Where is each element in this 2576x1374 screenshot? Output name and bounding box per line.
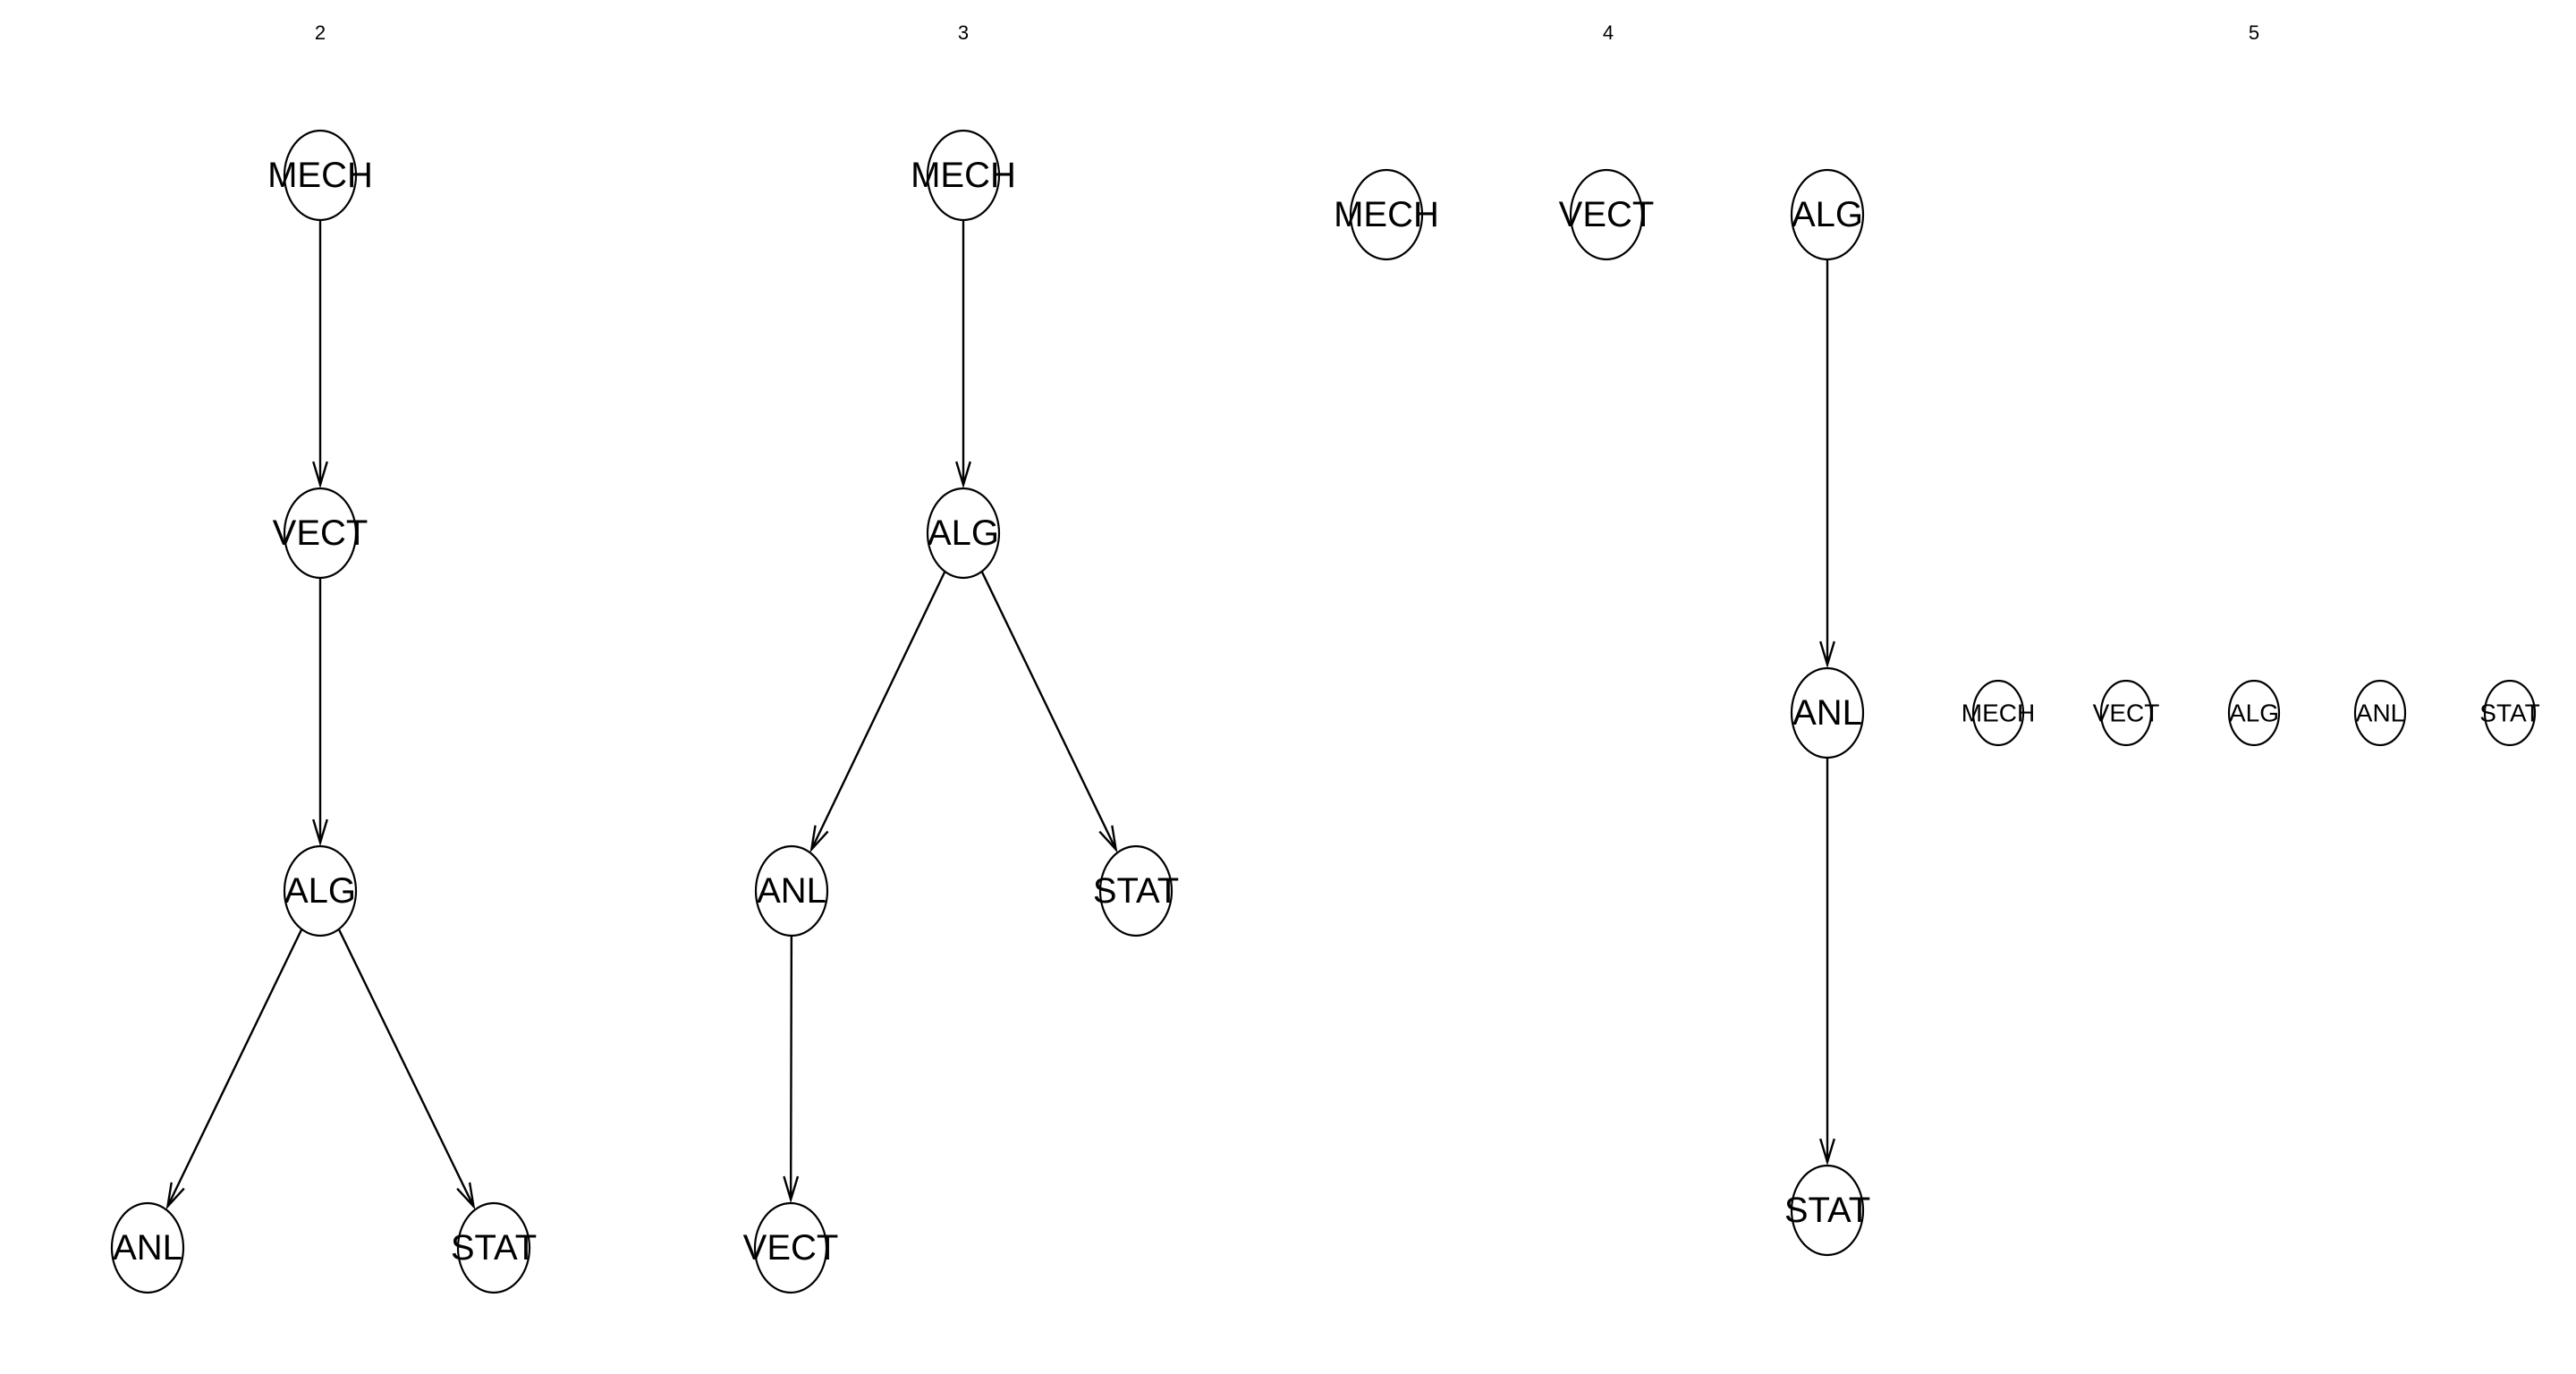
graph-edge xyxy=(337,929,476,1210)
node-label: MECH xyxy=(1962,700,2035,727)
graph-node-alg[interactable]: ALG xyxy=(1790,168,1865,261)
panel-header-label: 5 xyxy=(2249,21,2259,44)
edge-layer xyxy=(1819,259,1835,1166)
node-circle[interactable] xyxy=(110,1201,185,1294)
node-label: MECH xyxy=(267,156,373,195)
node-label: VECT xyxy=(2093,700,2160,727)
node-label: ALG xyxy=(928,513,999,553)
panel-header-label: 2 xyxy=(315,21,326,44)
graph-edge xyxy=(980,571,1118,853)
node-circle[interactable] xyxy=(283,844,358,937)
edge-arrowhead xyxy=(165,1182,185,1210)
graph-node-stat[interactable]: STAT xyxy=(451,1201,537,1294)
node-circle[interactable] xyxy=(2483,679,2537,747)
graph-node-vect[interactable]: VECT xyxy=(1559,168,1655,261)
edge-arrowhead xyxy=(312,461,328,489)
graph-node-anl[interactable]: ANL xyxy=(110,1201,185,1294)
panel-header-label: 4 xyxy=(1603,21,1614,44)
edge-arrowhead xyxy=(955,461,971,489)
graph-edge xyxy=(1819,259,1835,669)
node-label: ANL xyxy=(1792,693,1862,733)
node-label: ALG xyxy=(284,871,356,911)
graph-node-stat[interactable]: STAT xyxy=(1784,1164,1870,1257)
node-circle[interactable] xyxy=(1569,168,1644,261)
node-label: STAT xyxy=(451,1228,537,1268)
node-circle[interactable] xyxy=(2353,679,2407,747)
graph-node-mech[interactable]: MECH xyxy=(1962,679,2035,747)
node-label: ANL xyxy=(113,1228,182,1268)
graph-node-vect[interactable]: VECT xyxy=(273,487,369,580)
graph-edge xyxy=(312,220,328,489)
node-circle[interactable] xyxy=(1971,679,2025,747)
graph-node-mech[interactable]: MECH xyxy=(1334,168,1439,261)
graph-edge xyxy=(165,929,303,1210)
graph-edge xyxy=(809,571,946,853)
node-circle[interactable] xyxy=(926,129,1001,222)
node-circle[interactable] xyxy=(283,129,358,222)
graph-node-mech[interactable]: MECH xyxy=(911,129,1016,222)
graph-edge xyxy=(1819,758,1835,1166)
graph-edge xyxy=(955,220,971,489)
node-circle[interactable] xyxy=(2227,679,2281,747)
panel-header-label: 3 xyxy=(958,21,969,44)
node-circle[interactable] xyxy=(753,1201,828,1294)
edge-arrowhead xyxy=(456,1182,476,1210)
graph-edge xyxy=(783,935,800,1204)
graph-edge xyxy=(312,578,328,847)
node-label: ALG xyxy=(1792,195,1863,234)
edge-arrowhead xyxy=(1819,1138,1835,1166)
edge-arrowhead xyxy=(312,818,328,847)
node-circle[interactable] xyxy=(1790,666,1865,759)
edge-arrowhead xyxy=(809,825,829,853)
graph-node-vect[interactable]: VECT xyxy=(743,1201,839,1294)
node-label: VECT xyxy=(743,1228,839,1268)
node-label: VECT xyxy=(1559,195,1655,234)
node-circle[interactable] xyxy=(1098,844,1174,937)
node-circle[interactable] xyxy=(754,844,829,937)
node-circle[interactable] xyxy=(456,1201,531,1294)
node-label: MECH xyxy=(1334,195,1439,234)
edge-arrowhead xyxy=(1098,825,1118,853)
graph-node-stat[interactable]: STAT xyxy=(2479,679,2540,747)
graph-node-stat[interactable]: STAT xyxy=(1093,844,1179,937)
node-label: VECT xyxy=(273,513,369,553)
graph-node-anl[interactable]: ANL xyxy=(754,844,829,937)
node-circle[interactable] xyxy=(2099,679,2153,747)
edge-layer xyxy=(783,220,1118,1204)
edge-arrowhead xyxy=(783,1175,800,1204)
node-label: STAT xyxy=(1093,871,1179,911)
graph-node-alg[interactable]: ALG xyxy=(283,844,358,937)
node-circle[interactable] xyxy=(1790,1164,1865,1257)
graph-node-alg[interactable]: ALG xyxy=(2227,679,2281,747)
graph-node-anl[interactable]: ANL xyxy=(1790,666,1865,759)
node-label: STAT xyxy=(1784,1191,1870,1230)
node-circle[interactable] xyxy=(926,487,1001,580)
node-circle[interactable] xyxy=(283,487,358,580)
node-circle[interactable] xyxy=(1790,168,1865,261)
graph-node-mech[interactable]: MECH xyxy=(267,129,373,222)
graph-node-vect[interactable]: VECT xyxy=(2093,679,2160,747)
node-label: ANL xyxy=(2356,700,2404,727)
graph-node-anl[interactable]: ANL xyxy=(2353,679,2407,747)
node-label: ANL xyxy=(757,871,826,911)
node-label: MECH xyxy=(911,156,1016,195)
graph-node-alg[interactable]: ALG xyxy=(926,487,1001,580)
node-label: ALG xyxy=(2229,700,2279,727)
node-label: STAT xyxy=(2479,700,2539,727)
node-circle[interactable] xyxy=(1349,168,1424,261)
edge-arrowhead xyxy=(1819,640,1835,669)
edge-layer xyxy=(165,220,476,1210)
